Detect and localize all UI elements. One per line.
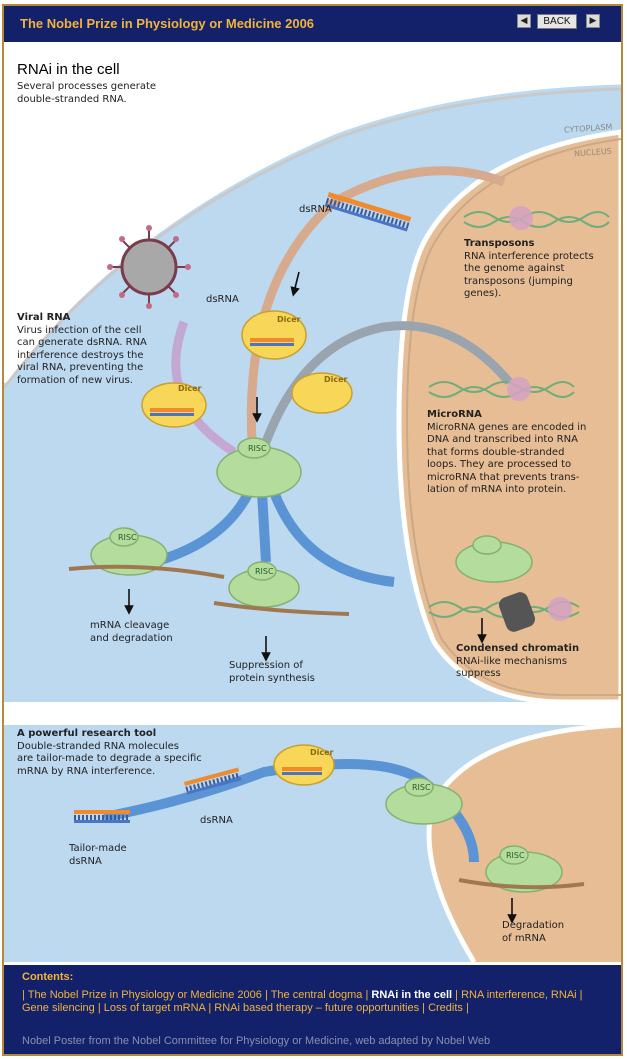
dicer-complex-1 [241,310,307,360]
dicer-label: Dicer [178,384,202,393]
text-line: Degradation [502,920,565,931]
dicer-label: Dicer [310,748,334,757]
link-credits[interactable]: Credits [428,1002,463,1014]
next-page-icon[interactable]: ▶ [586,14,600,28]
text-line: of mRNA [502,932,546,944]
risc-complex-main [216,437,302,498]
dsrna-label-tool: dsRNA [200,815,233,826]
text-line: and degradation [90,632,173,644]
text-line: genes). [464,288,502,299]
link-loss-of-target-mrna[interactable]: Loss of target mRNA [103,1002,206,1014]
text-line: MicroRNA genes are encoded in [427,421,587,433]
poster-frame: The Nobel Prize in Physiology or Medicin… [2,4,623,1056]
rnai-diagram: RNAi in the cell Several processes gener… [4,42,621,965]
risc-complex-cleavage [68,527,225,579]
text-line: Virus infection of the cell [17,324,142,336]
dicer-label: Dicer [324,375,348,384]
tailor-made-text: Tailor-made dsRNA [69,843,127,868]
text-line: dsRNA [69,855,102,867]
cell-illustration [4,79,621,964]
risc-label: RISC [506,851,525,860]
risc-label: RISC [412,783,431,792]
link-rna-interference[interactable]: RNA interference, RNAi [461,989,577,1001]
intro-line: double-stranded RNA. [17,93,127,105]
text-line: RNAi-like mechanisms [456,655,568,667]
dicer-complex-3 [291,372,353,414]
risc-complex-suppression [213,561,350,616]
text-line: transposons (jumping [464,275,573,287]
link-gene-silencing[interactable]: Gene silencing [22,1002,95,1014]
dicer-complex-2 [141,382,207,428]
text-line: can generate dsRNA. RNA [17,337,147,348]
header-bar: The Nobel Prize in Physiology or Medicin… [4,6,621,42]
virus-icon [107,225,191,309]
text-line: formation of new virus. [17,374,133,386]
microrna-text: MicroRNA MicroRNA genes are encoded in D… [427,409,586,497]
research-tool-title: A powerful research tool [17,728,157,739]
link-nobel-prize[interactable]: The Nobel Prize in Physiology or Medicin… [27,989,262,1001]
text-line: mRNA by RNA interference. [17,765,156,777]
dsrna-tool [184,767,242,795]
page-title: The Nobel Prize in Physiology or Medicin… [20,16,315,31]
dsrna-tailor-made [74,810,130,823]
text-line: Double-stranded RNA molecules [17,740,179,752]
text-line: mRNA cleavage [90,620,170,631]
previous-page-icon[interactable]: ◀ [517,14,531,28]
suppression-text: Suppression of protein synthesis [229,660,315,685]
back-button[interactable]: BACK [537,14,577,29]
chromatin-text: Condensed chromatin RNAi-like mechanisms… [456,643,579,681]
risc-complex-chromatin [455,535,535,632]
text-line: viral RNA, preventing the [17,362,144,373]
text-line: RNA interference protects [464,250,594,262]
text-line: microRNA that prevents trans- [427,471,580,483]
transposons-title: Transposons [464,238,535,249]
dicer-label: Dicer [277,315,301,324]
viral-rna-text: Viral RNA Virus infection of the cell ca… [17,312,147,387]
footer-contents: Contents: | The Nobel Prize in Physiolog… [4,965,621,1054]
risc-complex-tool-1 [385,777,463,825]
link-rnai-therapy[interactable]: RNAi based therapy – future opportunitie… [214,1002,420,1014]
text-line: the genome against [464,263,565,274]
dsrna-strand-top [324,192,412,232]
text-line: protein synthesis [229,672,315,684]
link-central-dogma[interactable]: The central dogma [270,989,363,1001]
text-line: lation of mRNA into protein. [427,484,567,495]
transposons-text: Transposons RNA interference protects th… [464,238,594,301]
risc-label: RISC [255,567,274,576]
contents-heading: Contents: [22,971,74,983]
section-heading: RNAi in the cell [17,61,120,78]
text-line: DNA and transcribed into RNA [427,434,578,445]
risc-complex-tool-2 [458,845,585,893]
viral-rna-title: Viral RNA [17,312,71,323]
text-line: Tailor-made [69,843,127,854]
text-line: suppress [456,668,501,679]
dsrna-label-viral: dsRNA [206,294,239,305]
credit-line: Nobel Poster from the Nobel Committee fo… [22,1035,491,1047]
text-line: that forms double-stranded [427,446,565,458]
risc-label: RISC [118,533,137,542]
chromatin-title: Condensed chromatin [456,643,580,654]
text-line: Suppression of [229,660,303,671]
text-line: interference destroys the [17,349,144,361]
dicer-complex-4 [273,744,335,786]
text-line: loops. They are processed to [427,459,572,470]
nucleus-region [396,129,621,705]
research-tool-text: A powerful research tool Double-stranded… [17,728,202,778]
risc-label: RISC [248,444,267,453]
text-line: are tailor-made to degrade a specific [17,753,202,764]
degradation-text: Degradation of mRNA [502,920,564,945]
mrna-cleavage-text: mRNA cleavage and degradation [90,620,173,645]
intro-text: Several processes generate double-strand… [17,81,156,106]
dsrna-label-top: dsRNA [299,204,332,215]
contents-links: | The Nobel Prize in Physiology or Medic… [22,989,583,1014]
microrna-title: MicroRNA [427,409,482,420]
intro-line: Several processes generate [17,81,157,92]
link-rnai-in-cell[interactable]: RNAi in the cell [371,989,453,1001]
